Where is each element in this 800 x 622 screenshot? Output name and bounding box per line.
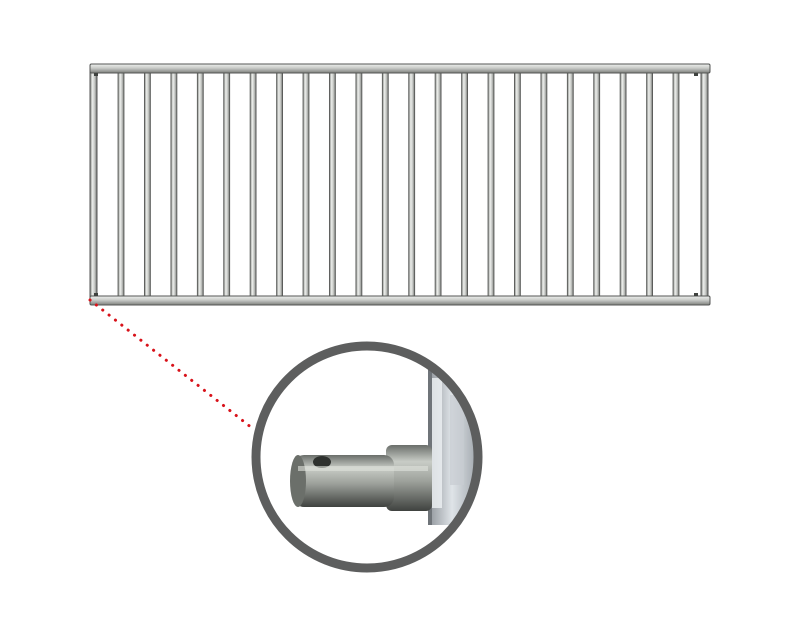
baluster [461,71,469,298]
bottom-rail [89,295,711,306]
baluster [170,71,178,298]
detail-zoom [251,341,483,573]
baluster [355,71,363,298]
leader-line [88,298,254,430]
baluster [487,71,495,298]
baluster [619,71,627,298]
baluster [196,71,204,298]
baluster [276,71,284,298]
baluster [117,71,125,298]
baluster [514,71,521,298]
baluster [408,71,416,298]
right-end-post [700,69,709,299]
baluster [672,71,680,298]
baluster [381,71,389,298]
balusters [117,71,680,298]
baluster [223,71,231,298]
baluster [249,71,257,298]
baluster [143,71,151,298]
left-end-post [89,69,98,299]
baluster [593,71,601,298]
zoom-ring [251,341,483,573]
baluster [328,71,336,298]
zoom-pin-shaft [294,455,394,507]
baluster [646,71,653,298]
baluster [540,71,548,298]
zoom-pin-collar [386,445,432,511]
top-rail [89,63,711,74]
baluster [302,71,310,298]
zoom-pin-groove [313,456,331,468]
baluster [566,71,574,298]
baluster [434,71,442,298]
corner-pins [94,73,698,296]
